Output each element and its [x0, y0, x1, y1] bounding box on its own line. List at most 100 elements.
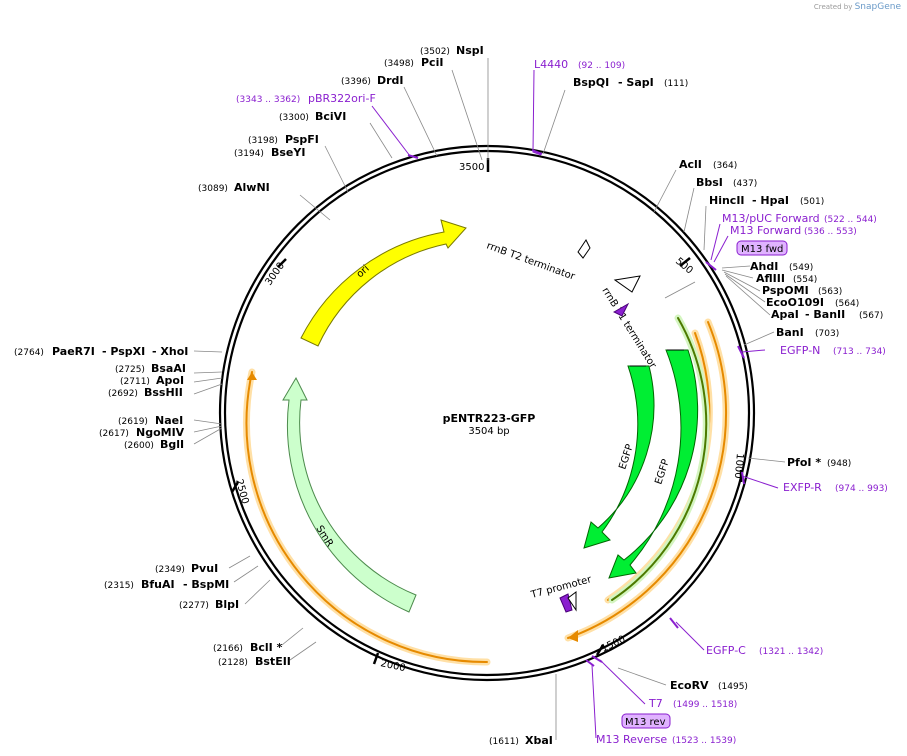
tick-1500: 1500 — [600, 634, 628, 655]
svg-text:EcoO109I: EcoO109I — [766, 296, 824, 309]
orange-arc-outer — [567, 321, 728, 639]
svg-text:(92 .. 109): (92 .. 109) — [578, 61, 625, 71]
t7-promoter — [567, 591, 577, 612]
enzyme-xbai: (1611)XbaI — [489, 734, 553, 747]
svg-text:EGFP-N: EGFP-N — [780, 344, 820, 357]
enzyme-bsteii: (2128)BstEII — [218, 655, 291, 668]
enzyme-bspqi: BspQI - SapI (111) — [573, 76, 688, 89]
enzyme-apai: ApaI- BanII(567) — [771, 308, 883, 321]
svg-text:NspI: NspI — [456, 44, 484, 57]
primer-pbr322ori: (3343 .. 3362)pBR322ori-F — [236, 92, 376, 105]
egfp-label-2: EGFP — [653, 458, 671, 486]
svg-text:M13 Forward: M13 Forward — [730, 224, 801, 237]
svg-text:BglI: BglI — [160, 438, 184, 451]
svg-text:PaeR7I: PaeR7I — [52, 345, 95, 358]
primer-m13reverse: M13 Reverse (1523 .. 1539) — [596, 733, 736, 746]
svg-text:EXFP-R: EXFP-R — [783, 481, 822, 494]
primer-m13puc: M13/pUC Forward (522 .. 544) — [722, 212, 877, 225]
svg-text:(2725): (2725) — [115, 365, 145, 375]
primer-box-m13fwd[interactable]: M13 fwd — [736, 240, 788, 256]
svg-text:PspFI: PspFI — [285, 133, 319, 146]
primer-egfpc: EGFP-C (1321 .. 1342) — [706, 644, 823, 657]
svg-text:BanI: BanI — [776, 326, 804, 339]
tick-500: 500 — [673, 256, 695, 277]
ori-feature — [300, 219, 467, 347]
svg-text:(536 .. 553): (536 .. 553) — [804, 227, 857, 237]
svg-text:(501): (501) — [800, 197, 824, 207]
svg-text:T7: T7 — [648, 697, 663, 710]
svg-text:(2315): (2315) — [104, 581, 134, 591]
svg-text:(2600): (2600) — [124, 441, 154, 451]
enzyme-drdi: (3396)DrdI — [341, 74, 404, 87]
svg-text:(3498): (3498) — [384, 59, 414, 69]
green-arc — [611, 317, 708, 601]
svg-text:(948): (948) — [827, 459, 851, 469]
rrnb-t2-terminator — [577, 239, 591, 259]
svg-text:M13 rev: M13 rev — [625, 717, 666, 728]
enzyme-alwni: (3089)AlwNI — [198, 181, 270, 194]
svg-text:BsaAI: BsaAI — [151, 362, 186, 375]
svg-text:(2617): (2617) — [99, 429, 129, 439]
tick-marks — [230, 158, 743, 665]
primer-box-m13rev[interactable]: M13 rev — [621, 713, 671, 729]
tick-3500: 3500 — [459, 162, 484, 173]
enzyme-pspfi: (3198) PspFI — [248, 133, 319, 146]
rrnb-t2-label: rrnB T2 terminator — [485, 240, 577, 282]
svg-text:(3343 .. 3362): (3343 .. 3362) — [236, 95, 300, 105]
svg-text:PspOMI: PspOMI — [762, 284, 809, 297]
svg-text:EcoRV: EcoRV — [670, 679, 709, 692]
enzyme-bcli: (2166)BclI * — [213, 641, 283, 654]
svg-text:(563): (563) — [818, 287, 842, 297]
svg-text:ApoI: ApoI — [156, 374, 184, 387]
svg-text:BspQI: BspQI — [573, 76, 609, 89]
plasmid-size: 3504 bp — [468, 426, 509, 437]
svg-text:AlwNI: AlwNI — [234, 181, 270, 194]
svg-text:(3198): (3198) — [248, 136, 278, 146]
svg-text:HincII: HincII — [709, 194, 745, 207]
svg-text:(1523 .. 1539): (1523 .. 1539) — [672, 736, 736, 746]
orange-arrowhead-1 — [568, 630, 578, 642]
svg-text:XbaI: XbaI — [525, 734, 553, 747]
rrnb-t1-label: rrnB T1 terminator — [599, 286, 658, 371]
svg-text:DrdI: DrdI — [377, 74, 404, 87]
enzyme-ahdi: AhdI(549) — [750, 260, 813, 273]
svg-text:(554): (554) — [793, 275, 817, 285]
svg-text:(364): (364) — [713, 161, 737, 171]
svg-text:PfoI *: PfoI * — [787, 456, 821, 469]
svg-text:(522 .. 544): (522 .. 544) — [824, 215, 877, 225]
enzyme-bcivi: (3300)BciVI — [279, 110, 346, 123]
leader-lines — [193, 58, 786, 740]
svg-text:(2692): (2692) — [108, 389, 138, 399]
enzyme-apoi: (2711)ApoI — [120, 374, 184, 387]
enzyme-pfoi: PfoI * (948) — [787, 456, 851, 469]
svg-text:(3300): (3300) — [279, 113, 309, 123]
svg-text:- XhoI: - XhoI — [152, 345, 188, 358]
svg-text:EGFP-C: EGFP-C — [706, 644, 746, 657]
svg-text:- BspMI: - BspMI — [183, 578, 229, 591]
svg-text:BlpI: BlpI — [215, 598, 239, 611]
svg-text:- HpaI: - HpaI — [752, 194, 789, 207]
svg-text:(1495): (1495) — [718, 682, 748, 692]
enzyme-pvui: (2349)PvuI — [155, 562, 218, 575]
svg-text:(111): (111) — [664, 79, 688, 89]
enzyme-pcii: (3498)PciI — [384, 56, 443, 69]
svg-text:BbsI: BbsI — [696, 176, 723, 189]
svg-text:- PspXI: - PspXI — [102, 345, 145, 358]
svg-text:(1321 .. 1342): (1321 .. 1342) — [759, 647, 823, 657]
svg-text:M13 Reverse: M13 Reverse — [596, 733, 667, 746]
svg-text:(2277): (2277) — [179, 601, 209, 611]
enzyme-eco0109i: EcoO109I(564) — [766, 296, 859, 309]
svg-text:(567): (567) — [859, 311, 883, 321]
svg-text:- SapI: - SapI — [618, 76, 654, 89]
enzyme-ecorv: EcoRV (1495) — [670, 679, 748, 692]
svg-text:M13/pUC Forward: M13/pUC Forward — [722, 212, 820, 225]
enzyme-bbsi: BbsI(437) — [696, 176, 757, 189]
svg-text:(2128): (2128) — [218, 658, 248, 668]
enzyme-afliii: AflIII(554) — [756, 272, 817, 285]
svg-text:(703): (703) — [815, 329, 839, 339]
primer-exfpr: EXFP-R(974 .. 993) — [783, 481, 888, 494]
enzyme-pspomi: PspOMI (563) — [762, 284, 842, 297]
smr-feature — [282, 376, 417, 613]
enzyme-bfuai: (2315)BfuAI- BspMI — [104, 578, 229, 591]
